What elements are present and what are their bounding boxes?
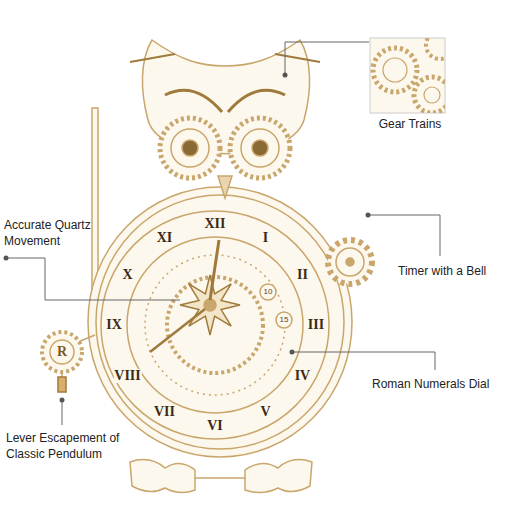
owl-foot (130, 460, 195, 493)
leader-dot (283, 73, 288, 78)
leader-lines (6, 42, 440, 425)
dial-numeral: V (259, 405, 271, 419)
owl-body-group (88, 187, 372, 457)
dial-gear (167, 277, 263, 373)
minute-marker (276, 312, 292, 328)
callout-label: Lever Escapement of Classic Pendulum (6, 430, 120, 462)
side-gear-axle (346, 258, 354, 266)
dial-numeral: IX (105, 318, 123, 332)
eye-pupil (182, 140, 198, 156)
perch-branch (195, 477, 245, 479)
hour-hand (210, 240, 219, 300)
leader-line (6, 258, 180, 300)
callout-label: Timer with a Bell (398, 263, 486, 279)
minute-number: 15 (280, 316, 289, 324)
hand-axle (204, 299, 216, 311)
callout-label: Gear Trains (365, 116, 455, 132)
logo-letter: R (57, 345, 67, 359)
eye-pupil (252, 140, 268, 156)
leader-line (368, 215, 440, 256)
dial-numeral: III (307, 318, 325, 332)
inset-gear (373, 48, 417, 92)
dial (101, 211, 329, 439)
callout-label: Roman Numerals Dial (372, 376, 489, 392)
inset-gear-hub (424, 87, 440, 103)
minute-hand (150, 309, 205, 352)
inset-gear (426, 38, 445, 59)
leader-line (62, 400, 63, 425)
dial-numeral: XII (203, 217, 226, 231)
owl-beak (218, 176, 232, 198)
eye-ring (241, 129, 279, 167)
owl-body (88, 187, 352, 457)
eye-gear (230, 118, 290, 178)
bell-crescent (352, 200, 367, 230)
minute-number: 10 (264, 288, 273, 296)
dial-numeral: X (121, 268, 133, 282)
antler-branches (130, 54, 320, 62)
dial-numeral: VIII (113, 369, 141, 383)
pendulum-bob-group (42, 332, 95, 392)
leader-dot (366, 213, 371, 218)
inset-gear (414, 77, 445, 113)
leader-dot (60, 398, 65, 403)
owl-base (130, 460, 312, 493)
leader-line (285, 42, 369, 75)
owl-foot (245, 460, 312, 493)
dial-numeral: XI (156, 231, 174, 245)
pendulum-bob (42, 332, 82, 372)
dial-inner-ring (127, 237, 303, 413)
dial-numeral: II (296, 268, 309, 282)
leader-line (292, 352, 435, 370)
leader-dot (290, 350, 295, 355)
dial-numeral: VI (206, 419, 224, 433)
side-gear (328, 240, 372, 284)
side-gear-hub (336, 248, 364, 276)
dial-numeral: VII (153, 405, 176, 419)
owl-body-rim (96, 195, 344, 449)
owl-head-group (130, 40, 320, 198)
eye-gear (160, 118, 220, 178)
eye-ring (171, 129, 209, 167)
inset-gear-hub (383, 58, 407, 82)
callout-label: Accurate Quartz Movement (4, 217, 114, 249)
dial-outer-ring (101, 211, 329, 439)
leader-dots (4, 73, 371, 403)
dial-numeral: IV (294, 369, 312, 383)
owl-brows (165, 90, 285, 112)
sunburst-center (180, 275, 240, 335)
pendulum-bob-core (50, 340, 74, 364)
minute-marker (260, 284, 276, 300)
inset-gears (373, 38, 445, 113)
leader-dot (4, 256, 9, 261)
gear-inset (370, 31, 454, 113)
dial-numeral: I (262, 231, 269, 245)
pendulum-weight (58, 377, 66, 392)
